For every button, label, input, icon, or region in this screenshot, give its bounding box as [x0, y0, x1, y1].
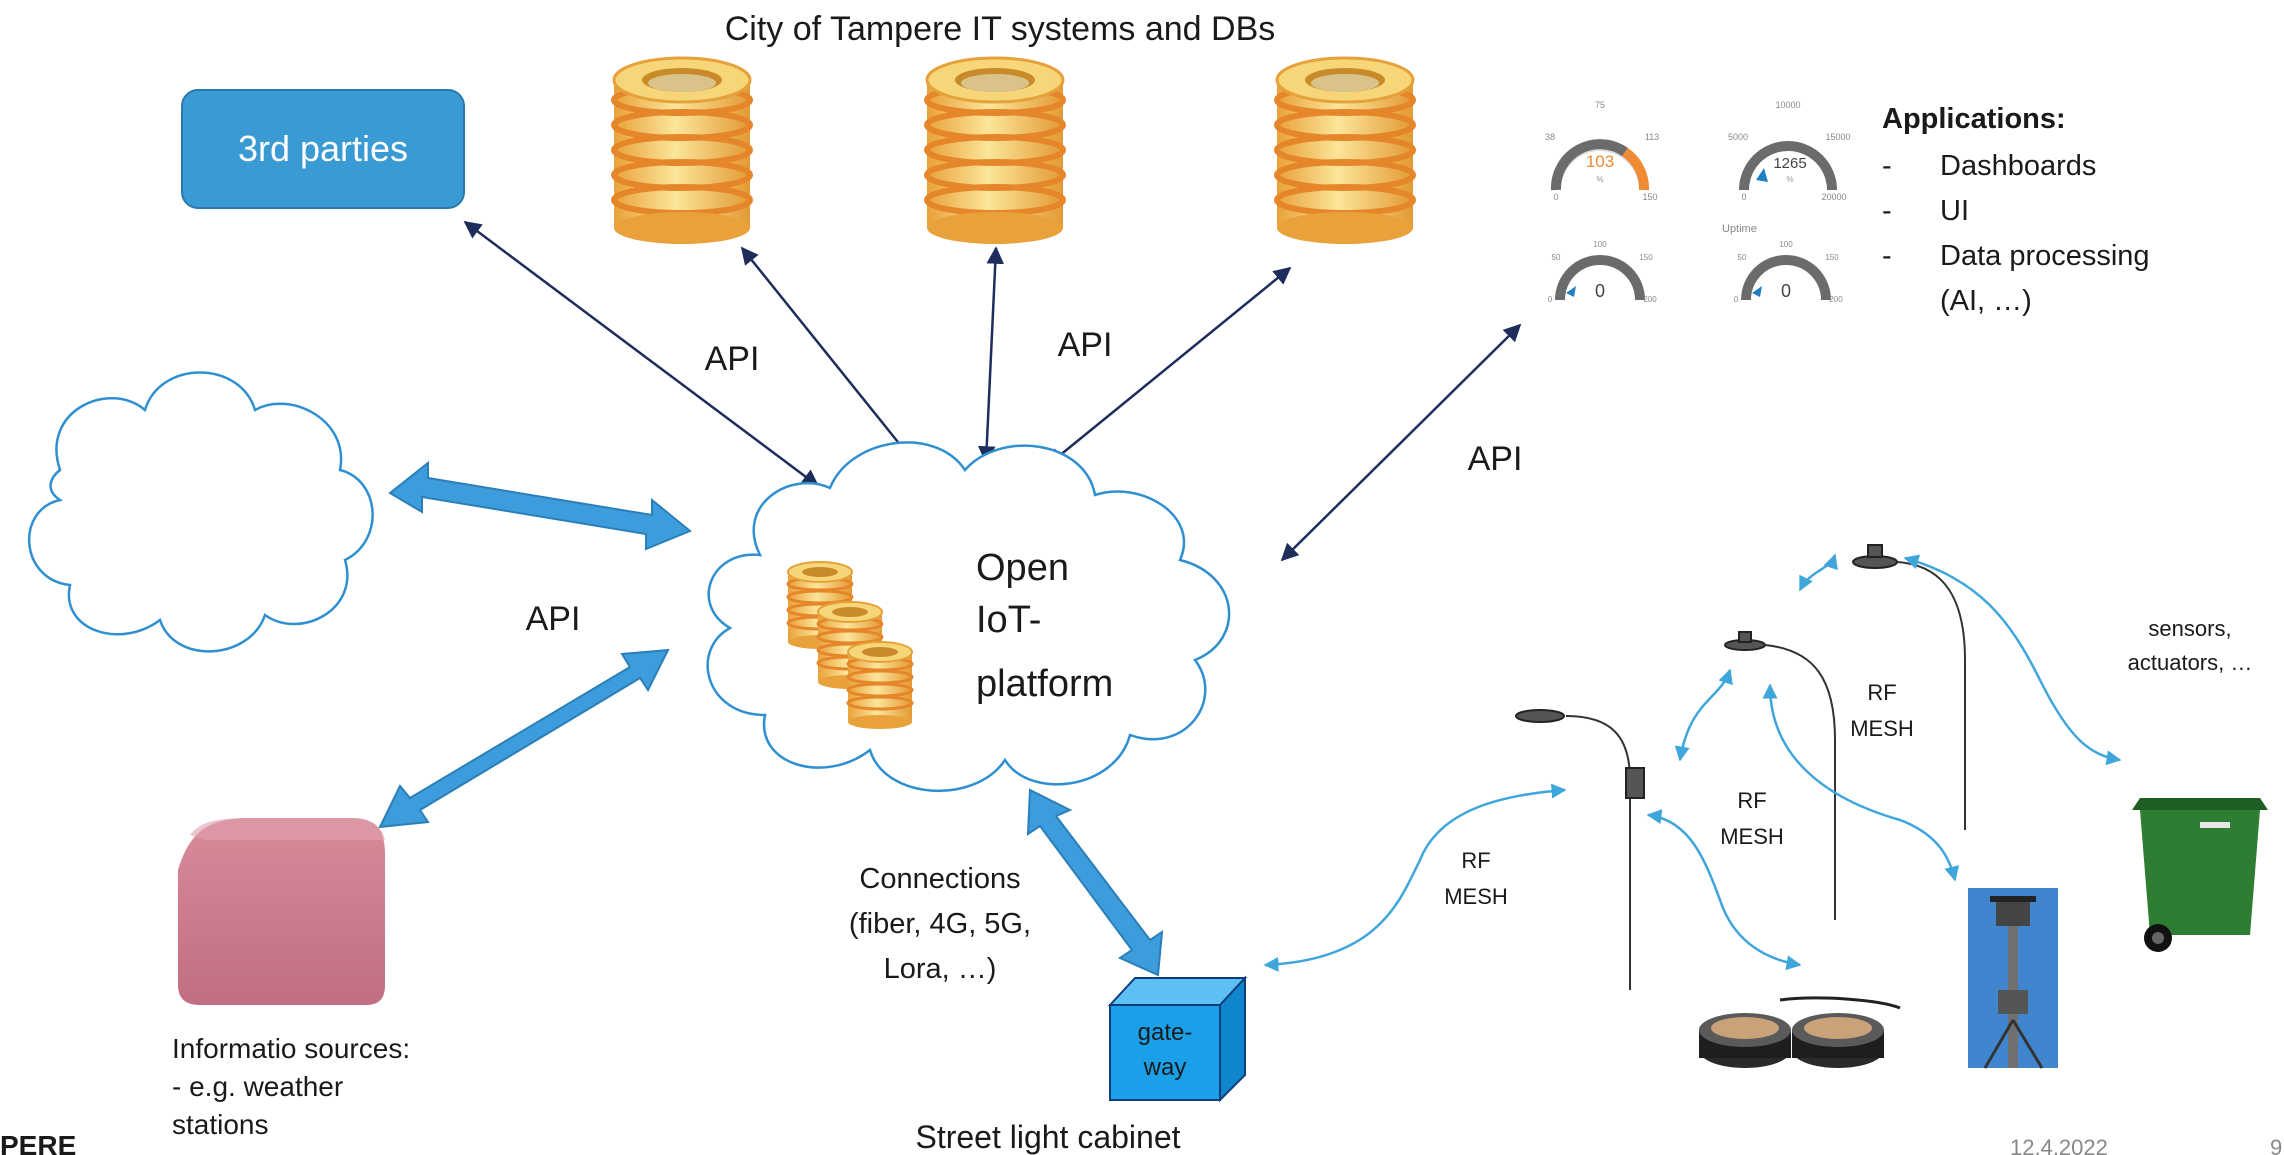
rf-mesh-1-line-1: RF — [1461, 848, 1490, 873]
gauge-3-tick-3: 150 — [1639, 253, 1653, 262]
gauge-1-value: 103 — [1586, 152, 1614, 171]
info-sources-line-1: Informatio sources: — [172, 1033, 410, 1064]
waste-bin-icon — [2132, 798, 2268, 952]
rf-mesh-2-line-2: MESH — [1720, 824, 1784, 849]
third-parties-node: 3rd parties — [181, 89, 465, 209]
applications-dash-1: - — [1882, 150, 1892, 182]
gauge-4-tick-1: 50 — [1738, 253, 1747, 262]
rf-mesh-3-line-2: MESH — [1850, 716, 1914, 741]
api-connector-lines — [463, 220, 1522, 562]
diagram-title: City of Tampere IT systems and DBs — [725, 10, 1276, 48]
gateway-label-line-2: way — [1143, 1054, 1187, 1081]
weather-station-box — [178, 818, 385, 1005]
rf-mesh-3-line-1: RF — [1867, 680, 1896, 705]
ground-sensor-icon — [1699, 996, 1901, 1068]
uptime-label: Uptime — [1722, 223, 1757, 235]
gauge-1-tick-3: 113 — [1645, 132, 1659, 142]
applications-item-1: Dashboards — [1940, 150, 2096, 182]
gauge-2-tick-1: 5000 — [1728, 132, 1748, 142]
sensors-line-1: sensors, — [2148, 616, 2231, 641]
gauge-2-tick-2: 10000 — [1775, 100, 1800, 110]
gateway-label-line-1: gate- — [1138, 1019, 1193, 1046]
applications-item-4: (AI, …) — [1940, 285, 2032, 317]
rf-mesh-2-line-1: RF — [1737, 788, 1766, 813]
database-icon-1 — [614, 58, 750, 244]
street-light-pole-2 — [1724, 631, 1836, 920]
footer-date: 12.4.2022 — [2010, 1135, 2108, 1155]
gauge-4-value: 0 — [1781, 281, 1791, 301]
api-label-3: API — [1468, 440, 1523, 478]
gauge-widget-4: 100 50 150 0 200 0 — [1734, 240, 1843, 304]
gauge-2-max: 20000 — [1821, 192, 1846, 202]
database-icon-2 — [927, 58, 1063, 244]
gauge-1-tick-1: 38 — [1545, 132, 1555, 142]
gauge-widget-3: 100 50 150 0 200 0 — [1548, 240, 1657, 304]
third-parties-label: 3rd parties — [238, 128, 408, 169]
weather-sensor-photo — [1968, 888, 2058, 1069]
info-sources-line-2: - e.g. weather — [172, 1071, 343, 1102]
external-cloud-icon — [27, 371, 374, 653]
gauge-3-max: 200 — [1643, 295, 1657, 304]
thick-arrow-cloud-to-platform — [388, 460, 692, 551]
platform-label-line-3: platform — [976, 663, 1113, 705]
api-label-4: API — [526, 600, 581, 638]
applications-dash-2: - — [1882, 195, 1892, 227]
sensors-line-2: actuators, … — [2128, 650, 2253, 675]
applications-dash-3: - — [1882, 240, 1892, 272]
thick-arrow-platform-to-gateway — [1026, 788, 1164, 977]
platform-label-line-1: Open — [976, 547, 1069, 589]
footer-logo: PERE — [0, 1130, 76, 1155]
gauge-1-unit: % — [1596, 175, 1603, 184]
gauge-3-min: 0 — [1548, 295, 1553, 304]
gauge-widget-1: 75 38 113 0 150 103 % — [1545, 100, 1659, 202]
platform-database-icon-3 — [846, 640, 914, 731]
rf-mesh-1-line-2: MESH — [1444, 884, 1508, 909]
street-light-pole-1 — [1515, 709, 1645, 990]
connections-line-2: (fiber, 4G, 5G, — [849, 908, 1031, 940]
applications-item-3: Data processing — [1940, 240, 2150, 272]
footer-page-number: 9 — [2270, 1135, 2282, 1155]
gauge-2-value: 1265 — [1773, 155, 1806, 172]
gauge-4-tick-3: 150 — [1825, 253, 1839, 262]
iot-platform-cloud: Open IoT- platform — [706, 441, 1231, 793]
connections-line-1: Connections — [859, 863, 1020, 895]
gauge-1-max: 150 — [1642, 192, 1657, 202]
gateway-cube-icon: gate- way — [1107, 975, 1248, 1103]
info-sources-line-3: stations — [172, 1109, 269, 1140]
connections-line-3: Lora, …) — [884, 953, 997, 985]
gauge-1-min: 0 — [1553, 192, 1558, 202]
platform-label-line-2: IoT- — [976, 599, 1041, 641]
gauge-2-unit: % — [1786, 175, 1793, 184]
gauge-4-max: 200 — [1829, 295, 1843, 304]
api-label-2: API — [1058, 326, 1113, 364]
gauge-3-tick-2: 100 — [1593, 240, 1607, 249]
gauge-4-min: 0 — [1734, 295, 1739, 304]
gauge-2-min: 0 — [1741, 192, 1746, 202]
gauge-widget-2: 10000 5000 15000 0 20000 1265 % — [1728, 100, 1851, 202]
gauge-4-tick-2: 100 — [1779, 240, 1793, 249]
database-icon-3 — [1277, 58, 1413, 244]
applications-heading: Applications: — [1882, 103, 2066, 135]
applications-item-2: UI — [1940, 195, 1969, 227]
api-label-1: API — [705, 340, 760, 378]
gauge-1-tick-2: 75 — [1595, 100, 1605, 110]
thick-arrow-weather-to-platform — [378, 648, 670, 829]
gauge-2-tick-3: 15000 — [1825, 132, 1850, 142]
rf-mesh-links — [1263, 553, 2122, 972]
gauge-3-value: 0 — [1595, 281, 1605, 301]
street-light-cabinet-label: Street light cabinet — [915, 1119, 1180, 1155]
gauge-3-tick-1: 50 — [1552, 253, 1561, 262]
